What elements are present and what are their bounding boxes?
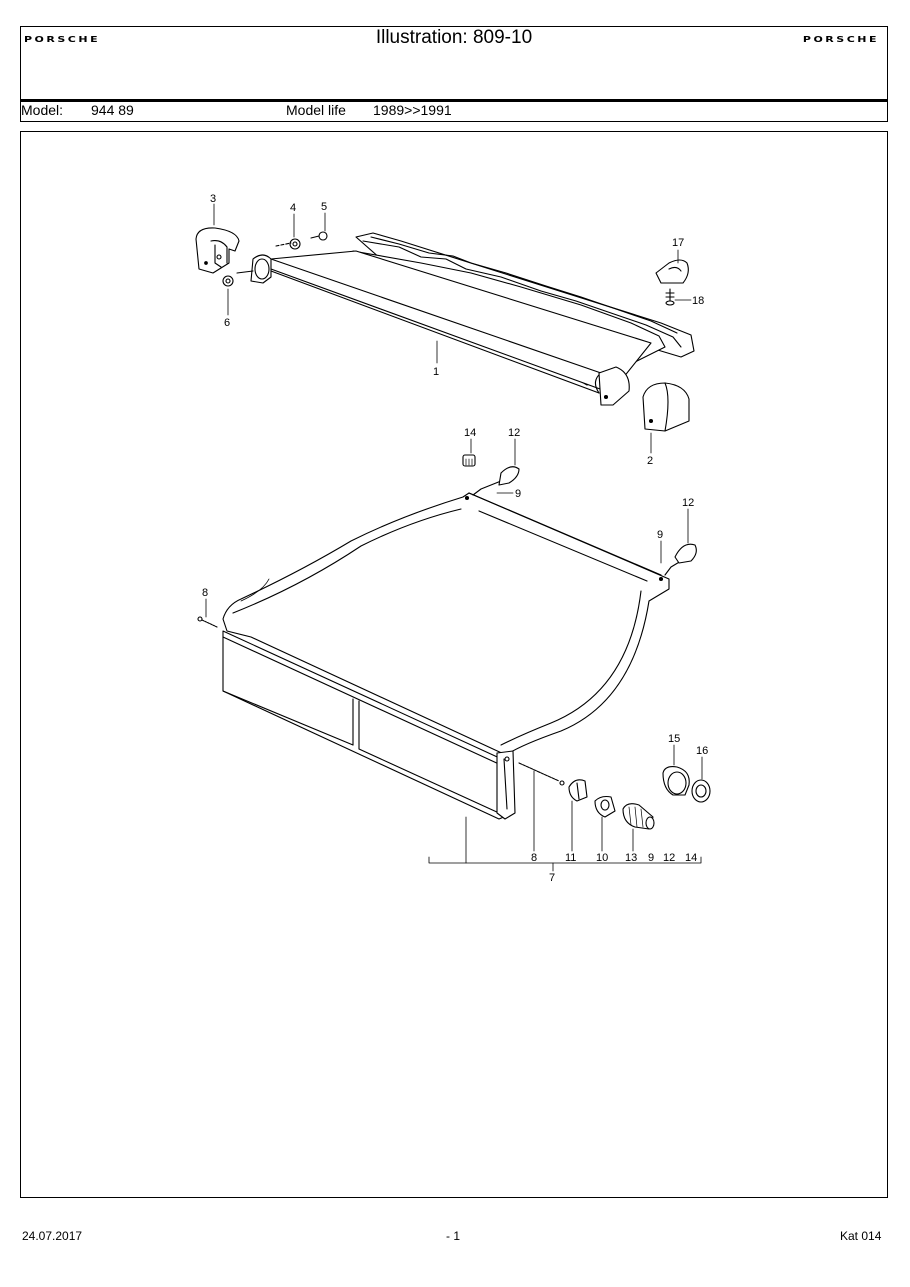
header-box: PORSCHE Illustration: 809-10 PORSCHE Mod…	[20, 26, 888, 122]
strap-hook-part-12-right	[664, 543, 697, 576]
holder-part-11	[568, 779, 588, 802]
row-callout-13: 13	[625, 852, 637, 864]
nut-part-4	[289, 238, 301, 250]
ring-part-16	[691, 779, 711, 803]
sleeve-part-15	[662, 766, 690, 796]
roller-shelf-part-1	[270, 232, 695, 406]
leader-lines	[205, 203, 703, 872]
callout-16: 16	[696, 745, 708, 757]
porsche-logo-left: PORSCHE	[24, 35, 101, 45]
callout-4: 4	[290, 202, 296, 214]
strap-hook-part-12-top	[472, 466, 520, 496]
callout-14: 14	[464, 427, 476, 439]
footer-catalog: Kat 014	[840, 1229, 882, 1243]
clip-part-17	[655, 259, 689, 284]
footer-date: 24.07.2017	[22, 1229, 83, 1243]
callout-9-right: 9	[657, 529, 663, 541]
callout-9-top: 9	[515, 488, 521, 500]
row-callout-10: 10	[596, 852, 608, 864]
row-callout-11: 11	[565, 852, 576, 864]
bushing-part-10	[594, 795, 616, 818]
model-row: Model: 944 89 Model life 1989>>1991	[21, 102, 887, 122]
pin-part-8-left	[197, 616, 218, 628]
callout-1: 1	[433, 366, 439, 378]
callout-labels: 1 2 3 4 5 6 7 8 9 9 12 12 14 15 16 17 18…	[202, 193, 708, 884]
row-callout-14: 14	[685, 852, 697, 864]
callout-3: 3	[210, 193, 216, 205]
callout-15: 15	[668, 733, 680, 745]
knob-part-13	[622, 803, 655, 830]
washer-part-6	[222, 275, 234, 287]
callout-17: 17	[672, 237, 684, 249]
header-rule	[21, 99, 887, 102]
clip-part-14	[462, 454, 476, 467]
screw-part-18	[665, 288, 675, 306]
row-callout-9: 9	[648, 852, 654, 864]
porsche-logo-right: PORSCHE	[802, 35, 879, 45]
callout-6: 6	[224, 317, 230, 329]
row-callout-12: 12	[663, 852, 675, 864]
callout-18: 18	[692, 295, 704, 307]
roller-bracket	[236, 254, 272, 284]
parts-diagram: 1 2 3 4 5 6 7 8 9 9 12 12 14 15 16 17 18…	[195, 193, 711, 884]
luggage-cover-part-7	[222, 492, 670, 820]
end-cap-part-2	[642, 382, 690, 432]
illustration-frame: 1 2 3 4 5 6 7 8 9 9 12 12 14 15 16 17 18…	[20, 131, 888, 1198]
callout-8: 8	[202, 587, 208, 599]
footer-page: - 1	[446, 1229, 461, 1243]
model-label: Model:	[21, 102, 64, 118]
screw-part-5	[275, 231, 328, 247]
illustration-title: Illustration: 809-10	[375, 27, 533, 48]
end-cap-part-3	[195, 227, 240, 274]
pin-part-8-right	[518, 762, 565, 786]
model-life-value: 1989>>1991	[373, 102, 452, 118]
callout-12-right: 12	[682, 497, 694, 509]
model-value: 944 89	[91, 102, 134, 118]
callout-2: 2	[647, 455, 653, 467]
callout-7: 7	[549, 872, 555, 884]
model-life-label: Model life	[286, 102, 346, 118]
callout-5: 5	[321, 201, 327, 213]
row-callout-8: 8	[531, 852, 537, 864]
callout-12-top: 12	[508, 427, 520, 439]
